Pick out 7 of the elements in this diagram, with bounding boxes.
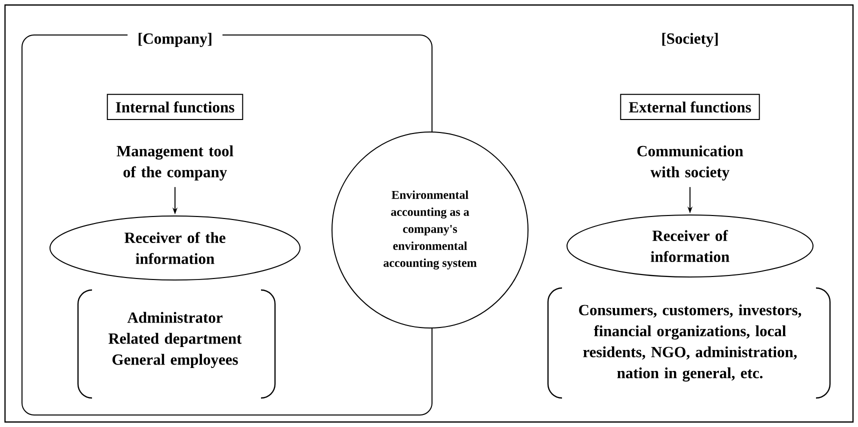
bracket-group: Administrator Related department General employees xyxy=(77,289,276,399)
function-box: External functions xyxy=(620,94,760,120)
section-heading: [Society] xyxy=(662,32,718,48)
description-text: Communication with society xyxy=(637,145,744,181)
bracket-group: Consumers, customers, investors, financial organizations, local residents, NGO, administration, nation in general, etc. xyxy=(547,287,831,399)
function-box: Internal functions xyxy=(106,94,244,120)
description-text: Management tool of the company xyxy=(116,145,234,181)
